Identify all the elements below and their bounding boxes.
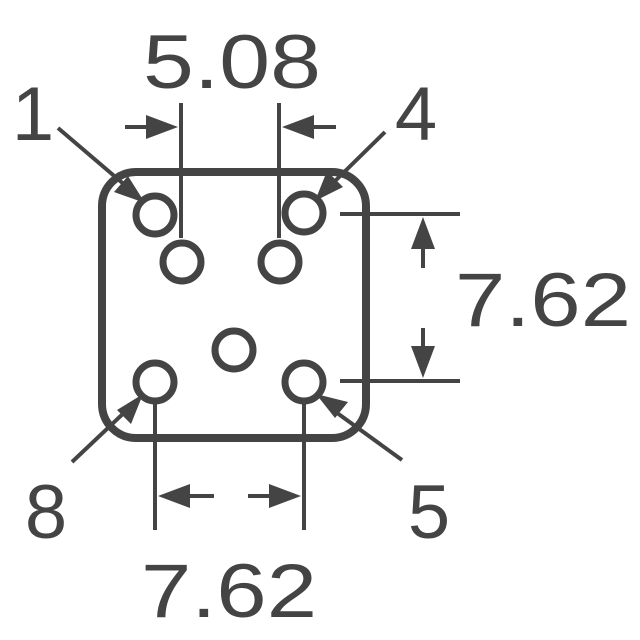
leader-pin-1: [56, 126, 145, 203]
arrow-icon: [114, 176, 145, 203]
pin-hole-3: [257, 239, 303, 285]
pin-hole-1: [132, 192, 178, 238]
leader-pin-8: [70, 394, 143, 464]
dimension-right: [340, 212, 460, 383]
dimension-bottom: [153, 400, 306, 530]
arrow-icon: [315, 171, 343, 201]
dimension-label-top: 5.08: [143, 20, 321, 105]
arrow-down-icon: [411, 346, 435, 378]
pin-hole-4: [281, 190, 327, 236]
leader-pin-4: [315, 130, 387, 201]
dimension-label-bottom: 7.62: [141, 549, 317, 634]
pin-label-1: 1: [12, 72, 54, 157]
pin-label-4: 4: [395, 72, 437, 157]
package-outline: [98, 168, 370, 442]
arrow-left-icon: [282, 115, 314, 139]
dimension-top: [125, 103, 336, 238]
arrow-up-icon: [411, 217, 435, 249]
arrow-right-icon: [146, 115, 178, 139]
pin-hole-common: [211, 327, 257, 373]
arrow-left-icon: [158, 484, 190, 508]
arrow-right-icon: [269, 484, 301, 508]
arrow-icon: [316, 394, 348, 418]
dimension-label-right: 7.62: [455, 258, 631, 343]
pin-hole-2: [159, 239, 205, 285]
leader-pin-5: [316, 394, 404, 462]
pin-label-8: 8: [25, 470, 67, 555]
pin-label-5: 5: [408, 470, 450, 555]
arrow-icon: [117, 394, 143, 424]
